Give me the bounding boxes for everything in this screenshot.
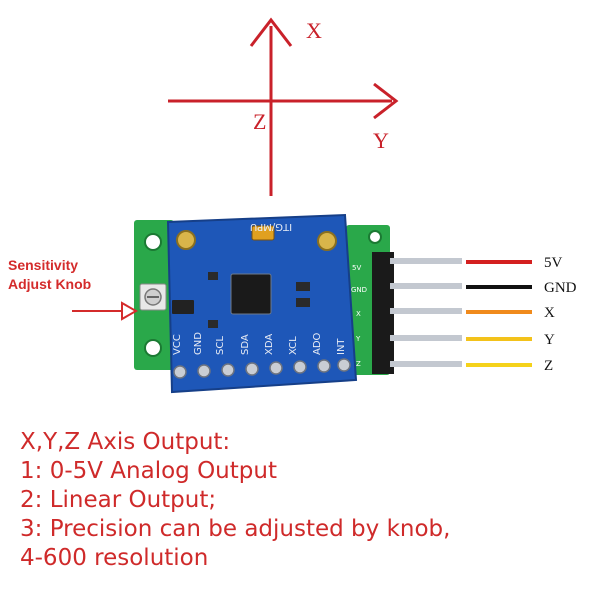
bottom-pin-pads	[173, 358, 351, 379]
spec-notes: X,Y,Z Axis Output: 1: 0-5V Analog Output…	[20, 428, 450, 573]
side-label-gnd: GND	[351, 286, 367, 294]
sensitivity-callout-line1: Sensitivity	[8, 257, 79, 273]
pin-label-int: INT	[336, 338, 347, 355]
wire-label-gnd: GND	[544, 280, 577, 296]
y-axis-label: Y	[373, 128, 389, 153]
output-wires: 5V GND X Y Z	[466, 255, 577, 374]
wire-label-5v: 5V	[544, 255, 563, 271]
sensitivity-callout-line2: Adjust Knob	[8, 276, 92, 292]
pin-label-xcl: XCL	[288, 336, 299, 355]
wire-label-x: X	[544, 305, 555, 321]
header-pins	[372, 252, 462, 374]
side-label-y: Y	[355, 335, 361, 343]
spec-note-line: 3: Precision can be adjusted by knob,	[20, 516, 451, 542]
pin-label-xda: XDA	[264, 334, 275, 355]
side-label-x: X	[356, 310, 361, 318]
wire-label-z: Z	[544, 358, 553, 374]
pin-label-sda: SDA	[240, 334, 251, 355]
pin-label-ado: ADO	[312, 332, 323, 355]
side-label-5v: 5V	[352, 264, 361, 272]
knob-callout-arrow	[72, 301, 139, 321]
y-axis-arrowhead	[373, 82, 399, 120]
x-axis-arrowhead	[249, 17, 293, 47]
pcb-board: ITG/MPU	[166, 213, 358, 394]
pin-label-vcc: VCC	[172, 334, 183, 355]
side-label-z: Z	[356, 360, 361, 368]
sensor-chip	[231, 274, 271, 314]
sensitivity-knob	[139, 283, 167, 311]
spec-note-line: 1: 0-5V Analog Output	[20, 458, 277, 484]
capacitor	[251, 225, 275, 241]
spec-note-line: X,Y,Z Axis Output:	[20, 429, 231, 455]
pin-label-gnd: GND	[193, 332, 204, 355]
wire-label-y: Y	[544, 332, 555, 348]
board-title: ITG/MPU	[250, 221, 292, 232]
side-pin-labels: 5V GND X Y Z	[351, 264, 367, 368]
x-axis-label: X	[306, 18, 322, 43]
spec-note-line: 2: Linear Output;	[20, 487, 217, 513]
z-axis-label: Z	[253, 109, 266, 134]
bottom-pin-labels: VCC GND SCL SDA XDA XCL ADO INT	[172, 332, 347, 355]
spec-note-line: 4-600 resolution	[20, 545, 209, 571]
axis-cross: X Y Z	[168, 17, 399, 196]
sensitivity-callout: Sensitivity Adjust Knob	[8, 256, 91, 294]
pin-label-scl: SCL	[215, 336, 226, 355]
